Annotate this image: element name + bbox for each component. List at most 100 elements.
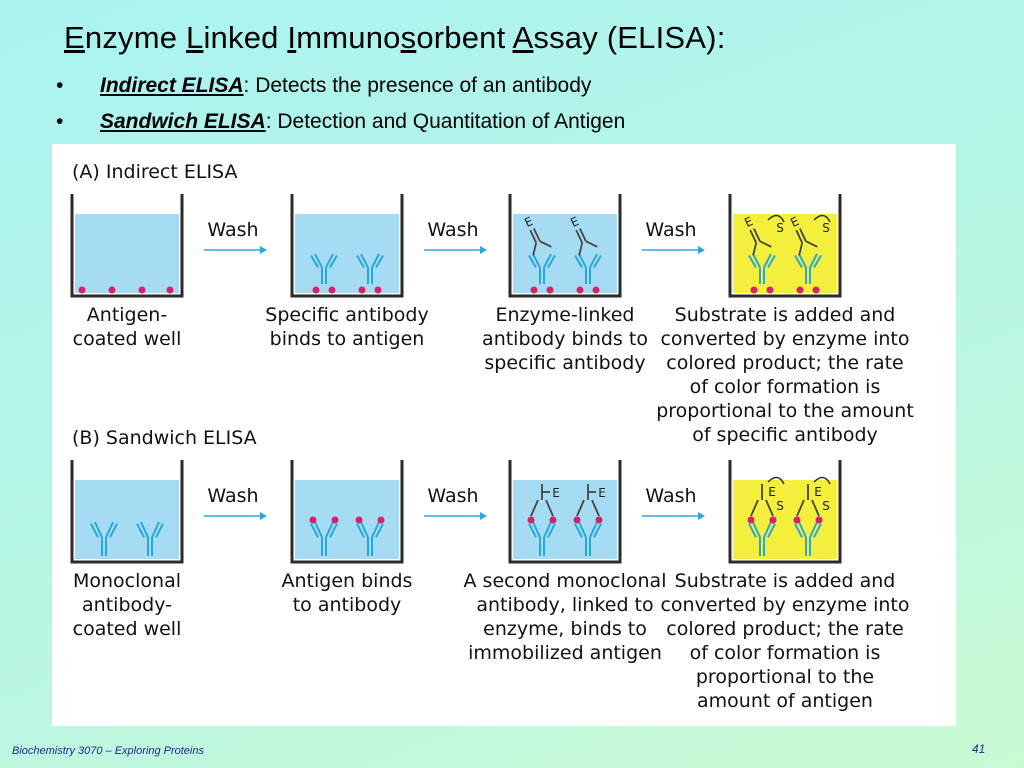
antigen-dot xyxy=(766,286,774,294)
antibody-arm xyxy=(136,523,145,538)
step-caption: of color formation is xyxy=(690,642,881,664)
well-liquid xyxy=(733,214,837,293)
step-caption: Specific antibody xyxy=(265,304,428,326)
well-outline xyxy=(70,194,184,298)
antigen-dot xyxy=(374,286,382,294)
antibody-arm xyxy=(796,499,805,517)
antibody-arm xyxy=(547,523,556,538)
antibody xyxy=(748,521,776,556)
enzyme-label: E xyxy=(598,486,606,500)
antigen-dot xyxy=(815,516,823,524)
step-caption: binds to antigen xyxy=(270,328,425,350)
wash-label: Wash xyxy=(645,485,696,507)
substrate-label: S xyxy=(776,221,784,235)
wash-label: Wash xyxy=(427,485,478,507)
step-caption: proportional to the xyxy=(696,666,874,688)
title-text: mmuno xyxy=(296,20,401,55)
step-caption: colored product; the rate xyxy=(666,618,904,640)
step-caption: of color formation is xyxy=(690,376,881,398)
antibody xyxy=(310,253,338,284)
step-caption: enzyme, binds to xyxy=(483,618,647,640)
antigen-dot xyxy=(549,516,557,524)
antibody-arm xyxy=(811,499,820,517)
step-caption: Monoclonal xyxy=(73,570,181,592)
step-caption: immobilized antigen xyxy=(468,642,662,664)
wash-label: Wash xyxy=(207,219,258,241)
antigen-dot xyxy=(527,516,535,524)
antigen-dot xyxy=(309,516,317,524)
title-acronym-letter: I xyxy=(287,20,297,55)
antigen-dot xyxy=(747,516,755,524)
reaction-arrow xyxy=(813,214,831,223)
antibody-arm xyxy=(543,521,552,538)
antibody-arm xyxy=(752,521,761,538)
wash-arrow-head xyxy=(698,512,705,520)
antigen-dot xyxy=(138,286,146,294)
step-caption: converted by enzyme into xyxy=(660,594,909,616)
antigen-dot xyxy=(530,286,538,294)
antibody xyxy=(136,521,164,556)
antibody-arm xyxy=(151,521,160,538)
step-caption: to antibody xyxy=(293,594,402,616)
antibody xyxy=(356,521,384,556)
antibody-arm xyxy=(589,253,598,268)
reaction-arrow xyxy=(813,476,831,485)
title-acronym-letter: s xyxy=(400,20,417,55)
well-liquid xyxy=(295,214,399,293)
antigen-dot xyxy=(358,286,366,294)
antibody-arm xyxy=(574,254,583,269)
bullet-keyword: Sandwich ELISA xyxy=(100,110,266,133)
antibody-arm xyxy=(798,253,807,268)
antigen-dot xyxy=(793,516,801,524)
step-caption: amount of antigen xyxy=(697,690,873,712)
step-caption: antibody- xyxy=(82,594,172,616)
antibody xyxy=(90,521,118,556)
title-text: inked xyxy=(203,20,288,55)
bullet-keyword: Indirect ELISA xyxy=(100,74,244,97)
well-liquid xyxy=(75,214,179,293)
antigen-dot xyxy=(812,286,820,294)
antibody-arm xyxy=(752,253,761,268)
antibody-arm xyxy=(591,499,600,517)
antibody-arm xyxy=(375,523,384,538)
wash-step-2: Wash xyxy=(424,485,487,520)
antigen-dot xyxy=(592,286,600,294)
antibody-arm xyxy=(375,254,384,269)
wash-step-1: Wash xyxy=(204,219,267,254)
antibody-arm xyxy=(763,521,772,538)
well-liquid xyxy=(513,214,617,293)
well-outline xyxy=(70,460,184,564)
antibody-stem xyxy=(533,228,541,242)
antibody-arm xyxy=(767,523,776,538)
antibody-stem xyxy=(579,228,587,242)
antigen-dot xyxy=(312,286,320,294)
antibody-arm xyxy=(532,242,538,256)
second-antibody xyxy=(796,484,820,517)
antigen-dot xyxy=(595,516,603,524)
antibody-arm xyxy=(530,499,539,517)
step-caption: antibody, linked to xyxy=(476,594,653,616)
antibody-arm xyxy=(813,523,822,538)
substrate-label: S xyxy=(822,221,830,235)
step-caption: Antigen- xyxy=(87,304,167,326)
antibody-arm xyxy=(805,240,818,248)
well-outline xyxy=(508,194,622,298)
antibody-arm xyxy=(528,254,537,269)
antibody-arm xyxy=(767,254,776,269)
step-caption: specific antibody xyxy=(484,352,645,374)
antibody xyxy=(310,521,338,556)
antibody-arm xyxy=(765,499,774,517)
well-outline xyxy=(290,194,404,298)
well-outline xyxy=(508,460,622,564)
antibody-arm xyxy=(371,253,380,268)
antibody-arm xyxy=(752,242,758,256)
antibody-stem xyxy=(795,229,804,244)
wash-arrow-head xyxy=(698,246,705,254)
enzyme-linked-antibody: E xyxy=(788,214,818,256)
